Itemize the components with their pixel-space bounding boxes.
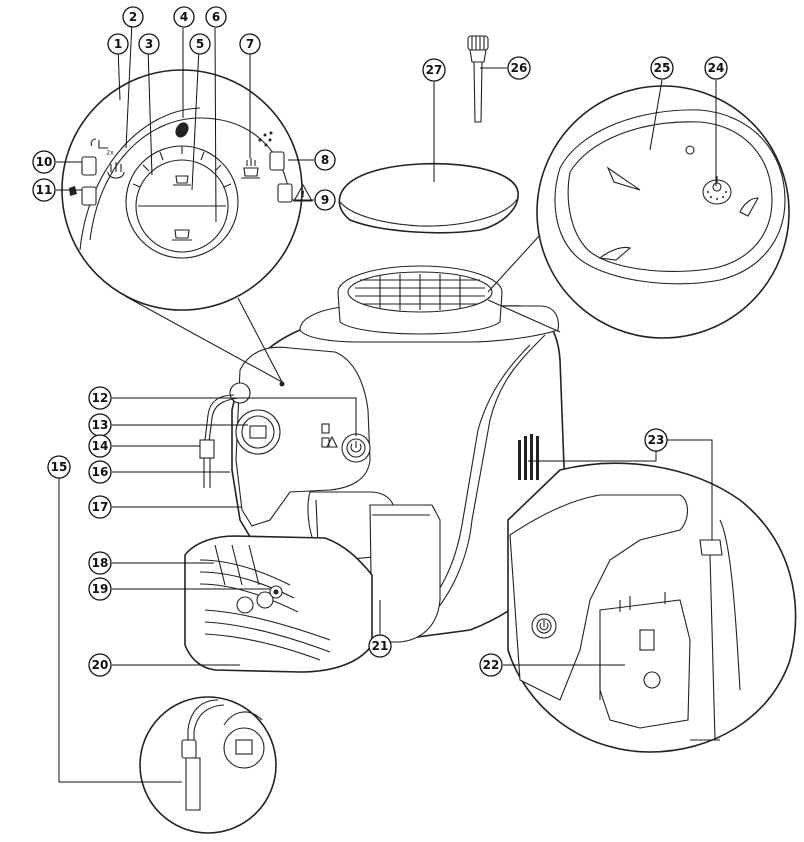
svg-text:15: 15 [51, 460, 68, 474]
aroma-button [81, 186, 97, 206]
callout-5: 5 [189, 33, 211, 55]
svg-text:2x: 2x [106, 150, 114, 157]
steam-wand-zoom [139, 696, 277, 834]
svg-text:11: 11 [36, 183, 53, 197]
svg-text:!: ! [301, 190, 305, 200]
svg-text:18: 18 [92, 556, 109, 570]
callout-26: 26 [507, 56, 531, 80]
svg-text:27: 27 [426, 63, 443, 77]
hot-water-icon [241, 158, 260, 179]
callout-22: 22 [479, 653, 503, 677]
callout-8: 8 [314, 149, 336, 171]
callout-27: 27 [422, 58, 446, 82]
callout-4: 4 [173, 6, 195, 28]
callouts: 1 2 3 4 5 6 7 8 9 10 11 12 13 14 15 16 1… [32, 6, 728, 677]
espresso-cup-icon [173, 175, 191, 186]
callout-18: 18 [88, 551, 112, 575]
drip-tray-grid [199, 544, 331, 661]
callout-24: 24 [704, 56, 728, 80]
callout-14: 14 [88, 434, 112, 458]
descale-icon [258, 131, 273, 147]
double-espresso-icon: 2x [90, 138, 114, 157]
svg-text:23: 23 [648, 433, 665, 447]
brewing-group [599, 599, 691, 729]
coffee-bean-icon [175, 122, 189, 138]
brew-group-zoom [507, 462, 797, 753]
aroma-icon [69, 186, 77, 196]
callout-16: 16 [88, 460, 112, 484]
callout-15: 15 [47, 455, 71, 479]
side-vent [518, 434, 539, 480]
callout-12: 12 [88, 386, 112, 410]
svg-text:2: 2 [129, 10, 137, 24]
coffee-cup-icon [172, 229, 192, 241]
svg-text:12: 12 [92, 391, 109, 405]
control-panel-zoom: 2x ! [61, 69, 313, 387]
callout-1: 1 [107, 33, 129, 55]
svg-text:26: 26 [511, 61, 528, 75]
steam-icon [107, 162, 125, 179]
svg-text:14: 14 [92, 439, 109, 453]
warning-icon: ! [293, 183, 313, 202]
callout-9: 9 [314, 189, 336, 211]
grind-adjustment-knob [702, 176, 732, 205]
callout-23: 23 [644, 428, 668, 452]
callout-6: 6 [205, 6, 227, 28]
beverage-dial [125, 145, 239, 259]
svg-text:24: 24 [708, 61, 725, 75]
svg-text:8: 8 [321, 153, 329, 167]
svg-text:4: 4 [180, 10, 188, 24]
callout-7: 7 [239, 33, 261, 55]
svg-text:21: 21 [372, 639, 389, 653]
svg-text:5: 5 [196, 37, 204, 51]
svg-text:25: 25 [654, 61, 671, 75]
callout-13: 13 [88, 413, 112, 437]
water-tank [369, 504, 441, 643]
hopper-zoom [487, 85, 790, 339]
callout-19: 19 [88, 577, 112, 601]
bean-hopper-lid [338, 162, 519, 234]
svg-text:3: 3 [145, 37, 153, 51]
svg-text:19: 19 [92, 582, 109, 596]
svg-text:22: 22 [483, 658, 500, 672]
callout-20: 20 [88, 653, 112, 677]
descale-button [269, 151, 285, 171]
svg-text:9: 9 [321, 193, 329, 207]
callout-17: 17 [88, 495, 112, 519]
alarm-button [277, 183, 293, 203]
machine-body [184, 265, 567, 673]
drip-tray [184, 535, 373, 673]
front-panel [235, 346, 371, 527]
svg-text:17: 17 [92, 500, 109, 514]
steam-wand-grip [199, 439, 215, 459]
svg-text:16: 16 [92, 465, 109, 479]
front-dial [235, 409, 281, 455]
callout-2: 2 [122, 6, 144, 28]
svg-text:6: 6 [212, 10, 220, 24]
callout-11: 11 [32, 178, 56, 202]
double-espresso-button [81, 156, 97, 176]
svg-text:20: 20 [92, 658, 109, 672]
grind-setting-key [467, 35, 489, 123]
svg-text:7: 7 [246, 37, 254, 51]
callout-21: 21 [368, 634, 392, 658]
steam-wand-sleeve [181, 739, 197, 759]
svg-text:13: 13 [92, 418, 109, 432]
svg-text:1: 1 [114, 37, 122, 51]
callout-25: 25 [650, 56, 674, 80]
svg-text:10: 10 [36, 155, 53, 169]
callout-3: 3 [138, 33, 160, 55]
callout-10: 10 [32, 150, 56, 174]
